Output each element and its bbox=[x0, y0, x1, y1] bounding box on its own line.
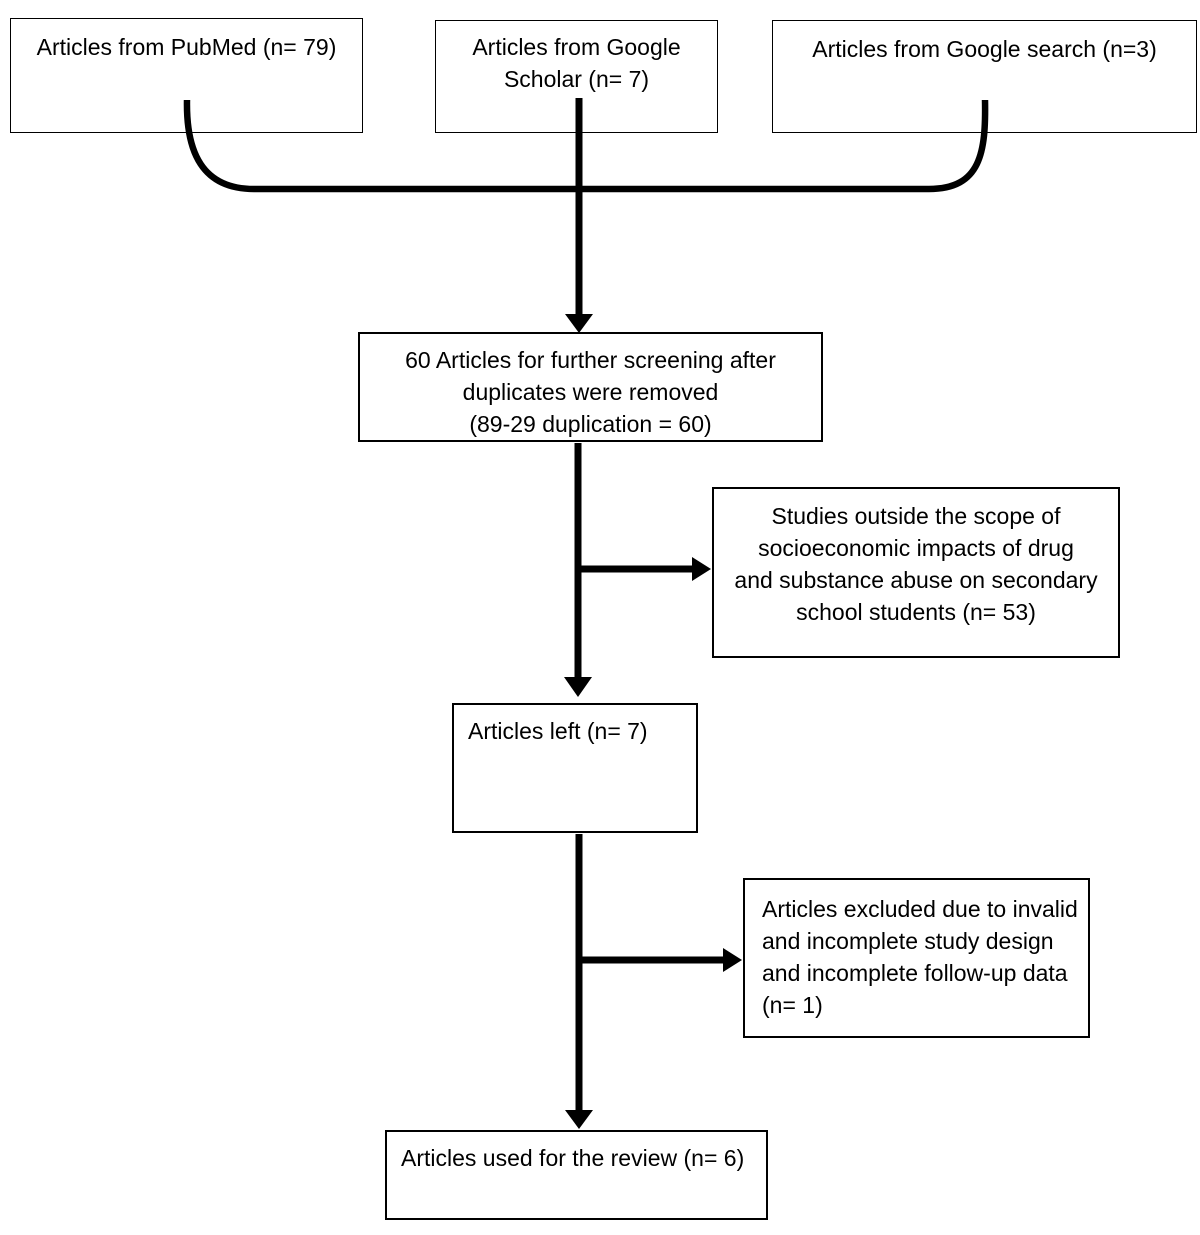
box-articles-left: Articles left (n= 7) bbox=[452, 703, 698, 833]
box-studies-outside-scope-line2: socioeconomic impacts of drug bbox=[758, 535, 1074, 561]
box-articles-used-for-review: Articles used for the review (n= 6) bbox=[385, 1130, 768, 1220]
box-articles-excluded-line2: and incomplete study design bbox=[762, 928, 1054, 954]
arrow-to-excluded-head bbox=[723, 948, 742, 972]
box-articles-left-label: Articles left (n= 7) bbox=[468, 718, 648, 744]
arrow-articles-left-to-used-head bbox=[565, 1110, 593, 1129]
arrow-merged-to-screening-head bbox=[565, 314, 593, 333]
box-screening-label-line2: duplicates were removed bbox=[462, 379, 719, 405]
box-articles-pubmed: Articles from PubMed (n= 79) bbox=[10, 18, 363, 133]
arrow-screening-to-articles-left-head bbox=[564, 677, 592, 697]
box-studies-outside-scope-line3: and substance abuse on secondary bbox=[734, 567, 1098, 593]
box-articles-excluded-line4: (n= 1) bbox=[762, 992, 823, 1018]
box-articles-excluded-line3: and incomplete follow-up data bbox=[762, 960, 1068, 986]
box-articles-google-search-label: Articles from Google search (n=3) bbox=[812, 36, 1157, 62]
box-articles-pubmed-label: Articles from PubMed (n= 79) bbox=[36, 34, 337, 60]
box-studies-outside-scope: Studies outside the scope of socioeconom… bbox=[712, 487, 1120, 658]
box-articles-google-search: Articles from Google search (n=3) bbox=[772, 20, 1197, 133]
box-articles-google-scholar-label-line2: Scholar (n= 7) bbox=[503, 66, 650, 92]
box-screening-label-line3: (89-29 duplication = 60) bbox=[469, 411, 712, 437]
box-articles-google-scholar-label-line1: Articles from Google bbox=[472, 34, 681, 60]
box-articles-excluded: Articles excluded due to invalid and inc… bbox=[743, 878, 1090, 1038]
box-articles-used-for-review-label: Articles used for the review (n= 6) bbox=[401, 1145, 745, 1171]
arrow-to-outside-scope-head bbox=[692, 557, 711, 581]
box-screening-label-line1: 60 Articles for further screening after bbox=[405, 347, 776, 373]
box-studies-outside-scope-line4: school students (n= 53) bbox=[796, 599, 1036, 625]
box-screening-after-duplicates: 60 Articles for further screening after … bbox=[358, 332, 823, 442]
box-articles-google-scholar: Articles from Google Scholar (n= 7) bbox=[435, 20, 718, 133]
box-articles-excluded-line1: Articles excluded due to invalid bbox=[762, 896, 1078, 922]
box-studies-outside-scope-line1: Studies outside the scope of bbox=[771, 503, 1061, 529]
